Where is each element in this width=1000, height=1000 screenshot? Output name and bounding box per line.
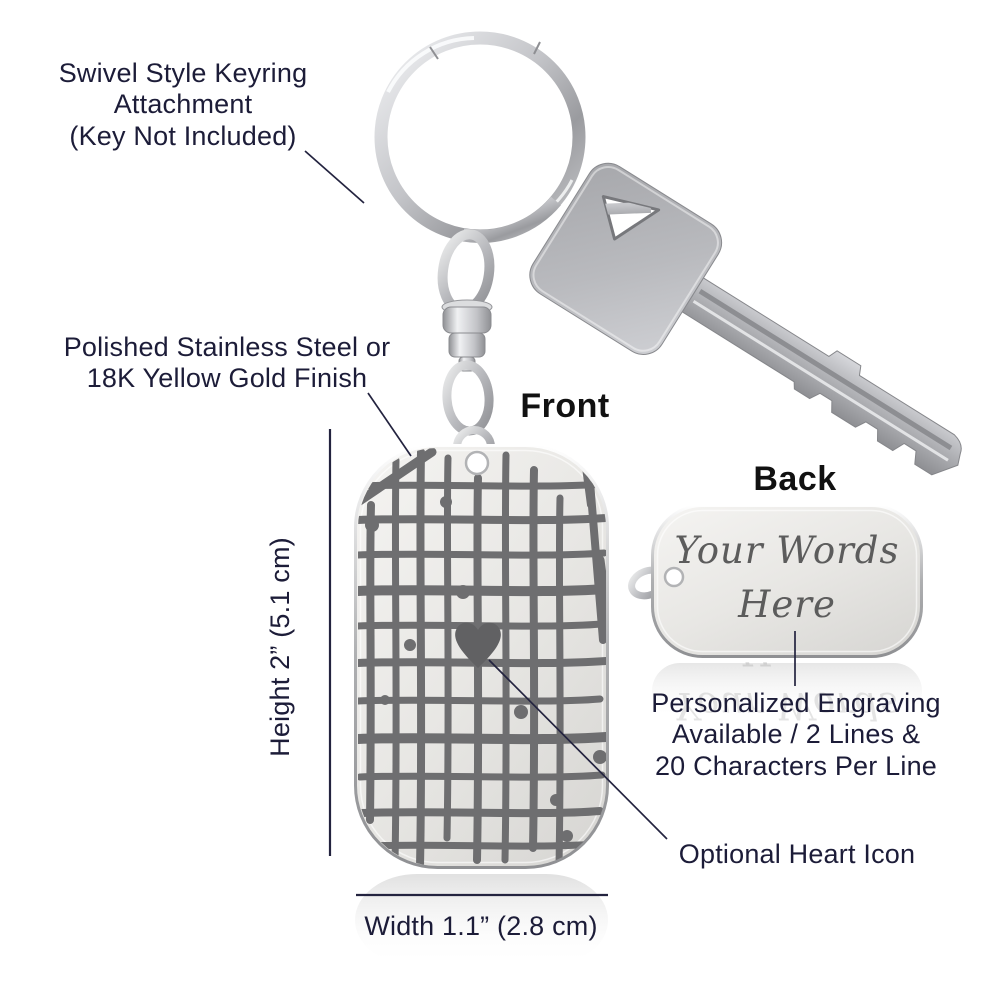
swivel-clasp	[437, 229, 495, 468]
leader-line-finish	[367, 392, 412, 457]
leader-line-heart	[488, 659, 668, 840]
back-tag-hole	[663, 566, 685, 588]
front-tag-reflection	[355, 874, 608, 966]
leader-line-keyring	[304, 150, 365, 204]
annotation-keyring: Swivel Style Keyring Attachment (Key Not…	[58, 58, 308, 151]
front-label: Front	[520, 387, 610, 425]
heart-icon	[455, 622, 501, 668]
key-blade	[681, 277, 962, 476]
dimension-label-height: Height 2” (5.1 cm)	[265, 537, 295, 757]
dimension-label-width: Width 1.1” (2.8 cm)	[364, 911, 598, 941]
annotation-finish: Polished Stainless Steel or 18K Yellow G…	[63, 332, 391, 394]
key-head	[529, 162, 723, 355]
front-tag-hole	[464, 450, 490, 476]
dimension-lines	[328, 429, 608, 897]
back-tag	[628, 504, 923, 658]
map-engraving	[358, 448, 606, 866]
back-tag-engraving: Your Words Here	[674, 529, 900, 626]
annotation-heart: Optional Heart Icon	[678, 839, 916, 869]
back-label: Back	[753, 460, 837, 498]
back-tag-reflection	[652, 663, 922, 719]
front-tag	[354, 444, 609, 869]
annotation-engraving: Personalized Engraving Available / 2 Lin…	[651, 688, 941, 781]
key	[529, 162, 962, 476]
leader-lines	[304, 150, 796, 840]
